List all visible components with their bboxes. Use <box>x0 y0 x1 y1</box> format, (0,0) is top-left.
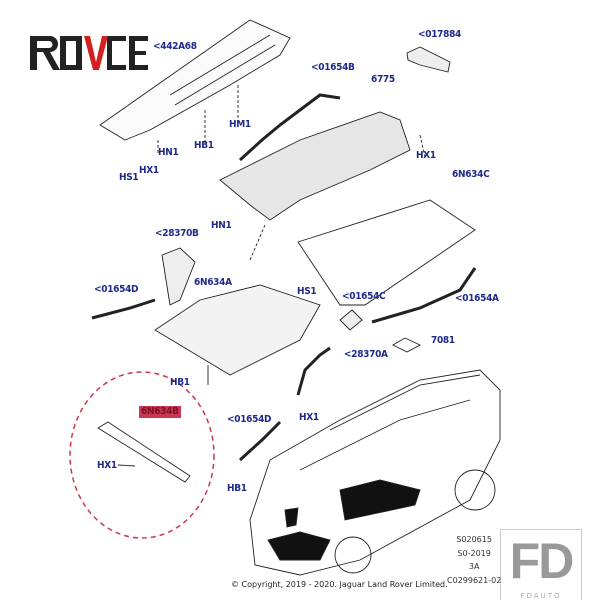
ref-line: S020615 <box>456 535 492 544</box>
fdauto-watermark: FD FDAUTO <box>500 529 582 600</box>
label-hb1-mid[interactable]: HB1 <box>170 377 190 388</box>
label-hn1-mid[interactable]: HN1 <box>211 220 232 231</box>
highlight-circle <box>69 371 215 539</box>
label-01654A[interactable]: <01654A <box>455 293 499 304</box>
label-017884[interactable]: <017884 <box>418 29 461 40</box>
part-01654C-bracket <box>339 309 363 331</box>
part-01654D-lower-rail <box>238 420 282 462</box>
label-hm1[interactable]: HM1 <box>229 119 251 130</box>
label-01654D-b[interactable]: <01654D <box>227 414 272 425</box>
copyright: © Copyright, 2019 - 2020. Jaguar Land Ro… <box>231 580 448 589</box>
label-hs1-mid[interactable]: HS1 <box>297 286 317 297</box>
label-hb1-top[interactable]: HB1 <box>194 140 214 151</box>
watermark-small: FDAUTO <box>520 592 562 600</box>
part-7081-pad <box>392 337 422 353</box>
label-hx1-circle[interactable]: HX1 <box>97 460 117 471</box>
part-28370A-bracket <box>296 346 331 396</box>
ref-line: C0299621-02 <box>447 575 502 585</box>
label-hs1-left[interactable]: HS1 <box>119 172 139 183</box>
label-7081[interactable]: 7081 <box>431 335 455 346</box>
label-01654D-a[interactable]: <01654D <box>94 284 139 295</box>
diagram-reference: S020615 S0-2019 3A C0299621-02 <box>447 533 501 587</box>
rovce-logo-icon <box>30 36 148 70</box>
part-6N634B-plate <box>97 421 191 483</box>
part-01654A-rail <box>371 267 477 324</box>
part-6N634A-plate <box>154 284 321 376</box>
label-6775[interactable]: 6775 <box>371 74 395 85</box>
label-hx1-mid[interactable]: HX1 <box>299 412 319 423</box>
part-017884-bracket <box>406 46 451 73</box>
label-hn1-top[interactable]: HN1 <box>158 147 179 158</box>
label-6N634C[interactable]: 6N634C <box>452 169 490 180</box>
label-01654B[interactable]: <01654B <box>311 62 355 73</box>
label-hb1-bottom[interactable]: HB1 <box>227 483 247 494</box>
label-6N634A[interactable]: 6N634A <box>194 277 232 288</box>
label-28370A[interactable]: <28370A <box>344 349 388 360</box>
part-6775-heatshield <box>219 111 411 221</box>
label-6N634B-highlighted[interactable]: 6N634B <box>139 406 181 418</box>
label-28370B[interactable]: <28370B <box>155 228 199 239</box>
brand-logo <box>30 36 148 70</box>
part-28370B-bracket <box>161 247 196 306</box>
part-01654B-rail <box>238 93 341 162</box>
ref-line: 3A <box>468 562 480 571</box>
vehicle-outline <box>249 369 501 576</box>
label-442A68[interactable]: <442A68 <box>153 41 197 52</box>
watermark-big: FD <box>509 533 575 589</box>
part-6N634C-plate <box>297 199 476 306</box>
ref-line: S0-2019 <box>457 548 491 558</box>
label-hx1-left[interactable]: HX1 <box>139 165 159 176</box>
label-hx1-right[interactable]: HX1 <box>416 150 436 161</box>
label-01654C[interactable]: <01654C <box>342 291 386 302</box>
part-01654D-rail <box>91 298 156 320</box>
